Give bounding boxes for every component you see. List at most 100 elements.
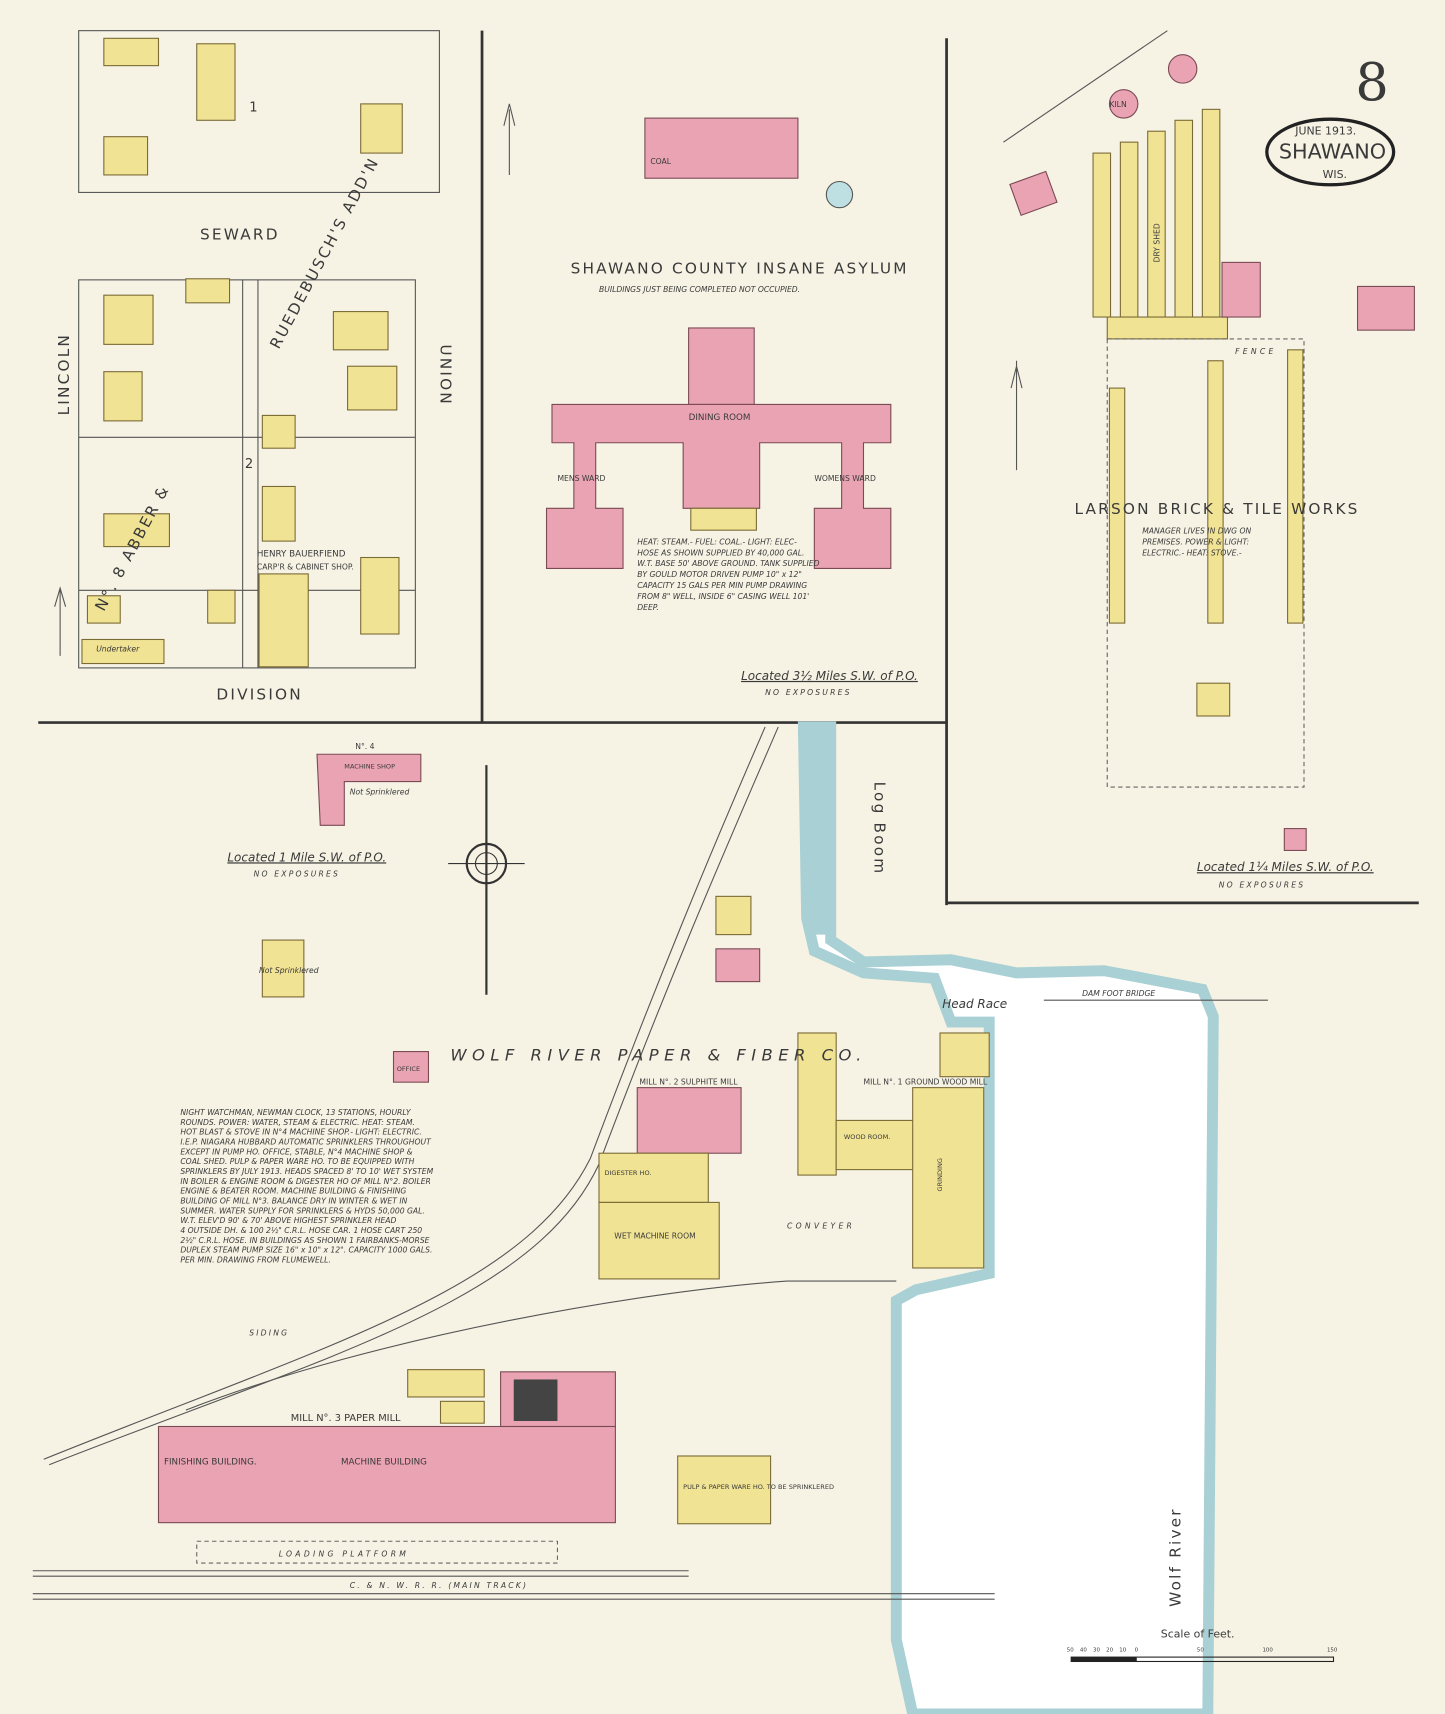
label-fence: FENCE (1235, 347, 1277, 356)
asylum-subtitle: BUILDINGS JUST BEING COMPLETED NOT OCCUP… (599, 285, 800, 294)
label-dry-shed: DRY SHED (1153, 223, 1162, 262)
label-log-boom: Log Boom (870, 782, 888, 876)
svg-text:COAL SHED. PULP & PAPER WARE H: COAL SHED. PULP & PAPER WARE HO. TO BE E… (180, 1157, 414, 1166)
label-womens-ward: WOMENS WARD (814, 474, 876, 483)
label-main-track: C. & N. W. R. R. (MAIN TRACK) (350, 1581, 528, 1590)
asylum-title: SHAWANO COUNTY INSANE ASYLUM (571, 259, 909, 277)
svg-text:DUPLEX STEAM PUMP SIZE 16" x 1: DUPLEX STEAM PUMP SIZE 16" x 10" x 12". … (180, 1246, 432, 1255)
svg-text:W.T. BASE 50' ABOVE GROUND. TA: W.T. BASE 50' ABOVE GROUND. TANK SUPPLIE… (637, 559, 819, 568)
sheet-number: 8 (1355, 53, 1388, 114)
dry-sheds (1092, 108, 1304, 624)
label-conveyor: CONVEYER (787, 1222, 855, 1231)
river: Log Boom Wolf River Head Race DAM FOOT B… (797, 721, 1268, 1714)
label-wood-room: WOOD ROOM. (844, 1133, 891, 1141)
svg-text:NIGHT WATCHMAN, NEWMAN CLOCK,: NIGHT WATCHMAN, NEWMAN CLOCK, 13 STATION… (180, 1108, 412, 1117)
label-a-not-sprinklered: Not Sprinklered (259, 966, 319, 975)
city-cartouche (1265, 117, 1396, 187)
svg-text:PREMISES. POWER & LIGHT:: PREMISES. POWER & LIGHT: (1142, 537, 1249, 546)
label-not-sprinklered: Not Sprinklered (350, 788, 410, 797)
svg-text:BY GOULD MOTOR DRIVEN PUMP 10": BY GOULD MOTOR DRIVEN PUMP 10" x 12" (637, 570, 802, 579)
label-siding: SIDING (249, 1329, 289, 1338)
label-office: OFFICE (397, 1065, 420, 1073)
north-arrow-icon (54, 586, 67, 656)
label-shop: CARP'R & CABINET SHOP. (257, 563, 354, 572)
svg-text:PER MIN. DRAWING FROM FLUMEWEL: PER MIN. DRAWING FROM FLUMEWELL. (180, 1256, 330, 1265)
wet-machine-room (598, 1201, 720, 1280)
machine-shop-building (316, 753, 422, 826)
north-arrow-icon (1010, 360, 1023, 471)
label-coal: COAL (650, 157, 671, 166)
label-no4: N°. 4 (355, 742, 374, 751)
label-mens-ward: MENS WARD (557, 474, 605, 483)
label-dining: DINING ROOM (689, 413, 751, 423)
svg-text:ELECTRIC.- HEAT: STOVE.-: ELECTRIC.- HEAT: STOVE.- (1142, 548, 1242, 557)
larson-notes: MANAGER LIVES IN DWG ON PREMISES. POWER … (1142, 526, 1251, 557)
north-arrow-icon (503, 103, 516, 175)
label-kiln: KILN (1109, 100, 1126, 109)
scale-bar: Scale of Feet. 50 40 30 20 10 0 50 100 1… (1067, 1627, 1338, 1663)
svg-text:I.E.P. NIAGARA HUBBARD AUTOMAT: I.E.P. NIAGARA HUBBARD AUTOMATIC SPRINKL… (180, 1137, 432, 1146)
svg-text:ENGINE & BEATER ROOM. MACHINE: ENGINE & BEATER ROOM. MACHINE BUILDING &… (180, 1187, 406, 1196)
svg-text:IN BOILER & ENGINE ROOM & DIGE: IN BOILER & ENGINE ROOM & DIGESTER HO OF… (180, 1177, 431, 1186)
svg-text:W.T. ELEV'D 90' & 70' ABOVE HI: W.T. ELEV'D 90' & 70' ABOVE HIGHEST SPRI… (180, 1216, 396, 1225)
label-mill-1: MILL N°. 1 GROUND WOOD MILL (864, 1077, 988, 1086)
label-machine-shop: MACHINE SHOP (344, 762, 395, 770)
paper-notes: NIGHT WATCHMAN, NEWMAN CLOCK, 13 STATION… (180, 1108, 433, 1265)
paper-company-title: WOLF RIVER PAPER & FIBER CO. (450, 1045, 867, 1064)
state-name: WIS. (1323, 168, 1347, 181)
svg-text:40: 40 (1080, 1648, 1087, 1654)
label-head-race: Head Race (942, 997, 1007, 1011)
svg-text:MANAGER LIVES IN DWG ON: MANAGER LIVES IN DWG ON (1142, 526, 1251, 535)
larson-location: Located 1¼ Miles S.W. of P.O. (1197, 860, 1374, 874)
machine-shop-location: Located 1 Mile S.W. of P.O. (227, 850, 386, 864)
svg-text:150: 150 (1327, 1648, 1338, 1654)
svg-text:2½" C.R.L. HOSE. IN BUILDINGS: 2½" C.R.L. HOSE. IN BUILDINGS AS SHOWN 1… (180, 1236, 429, 1245)
svg-text:10: 10 (1119, 1648, 1126, 1654)
svg-text:BUILDING OF MILL N°3. BALANCE: BUILDING OF MILL N°3. BALANCE DRY IN WIN… (180, 1196, 407, 1205)
pulp-warehouse (677, 1455, 772, 1525)
asylum-notes: HEAT: STEAM.- FUEL: COAL.- LIGHT: ELEC- … (637, 537, 819, 612)
city-name: SHAWANO (1279, 140, 1386, 164)
label-pulp-warehouse: PULP & PAPER WARE HO. TO BE SPRINKLERED (683, 1483, 834, 1491)
railroads: C. & N. W. R. R. (MAIN TRACK) SIDING (32, 726, 995, 1600)
asylum-exposures: NO EXPOSURES (765, 688, 852, 697)
label-wet-machine: WET MACHINE ROOM (614, 1231, 695, 1240)
asylum-location: Located 3½ Miles S.W. of P.O. (741, 669, 918, 683)
svg-text:0: 0 (1135, 1648, 1139, 1654)
mill-2-sulphite (636, 1087, 742, 1154)
sheet-header: 8 JUNE 1913. SHAWANO WIS. (1265, 53, 1396, 187)
panel-borders (38, 30, 1419, 906)
street-lincoln: LINCOLN (55, 333, 73, 415)
svg-text:30: 30 (1093, 1648, 1100, 1654)
svg-text:4 OUTSIDE DH. & 100 2½" C.R.L.: 4 OUTSIDE DH. & 100 2½" C.R.L. HOSE CAR.… (180, 1226, 422, 1235)
machine-shop-area: N°. 4 MACHINE SHOP Not Sprinklered Locat… (227, 742, 525, 998)
panel-larson: KILN DRY SHED FENCE LARSON BRICK & TILE … (1003, 30, 1415, 890)
svg-text:50: 50 (1197, 1648, 1204, 1654)
mill-3-paper-mill (157, 1425, 616, 1524)
mill-1-ground-wood (912, 1087, 985, 1269)
svg-text:HOSE AS SHOWN SUPPLIED BY 40,0: HOSE AS SHOWN SUPPLIED BY 40,000 GAL. (637, 548, 804, 557)
label-loading-platform: LOADING PLATFORM (279, 1550, 409, 1559)
svg-text:CAPACITY 15 GALS PER MIN PUMP: CAPACITY 15 GALS PER MIN PUMP DRAWING (637, 581, 807, 590)
compass-rose-icon (448, 765, 525, 995)
label-henry: HENRY BAUERFIEND (257, 549, 346, 559)
label-wolf-river: Wolf River (1166, 1507, 1184, 1607)
asylum-main-building (545, 403, 892, 569)
machine-shop-exposures: NO EXPOSURES (254, 870, 341, 879)
label-undertaker: Undertaker (96, 645, 140, 654)
label-mill-2: MILL N°. 2 SULPHITE MILL (639, 1077, 738, 1086)
svg-text:20: 20 (1106, 1648, 1113, 1654)
svg-text:SUMMER. WATER SUPPLY FOR SPRIN: SUMMER. WATER SUPPLY FOR SPRINKLERS & HY… (180, 1206, 425, 1215)
svg-text:SPRINKLERS BY JULY 1913. HEADS: SPRINKLERS BY JULY 1913. HEADS SPACED 8'… (180, 1167, 433, 1176)
svg-text:ROUNDS. POWER: WATER, STEAM &: ROUNDS. POWER: WATER, STEAM & ELECTRIC. … (180, 1118, 415, 1127)
svg-text:50: 50 (1067, 1648, 1074, 1654)
larson-exposures: NO EXPOSURES (1219, 881, 1306, 890)
asylum-power-house (644, 117, 799, 179)
panel-asylum: COAL SHAWANO COUNTY INSANE ASYLUM BUILDI… (503, 103, 918, 697)
sheet-date: JUNE 1913. (1294, 124, 1356, 137)
label-mill-3: MILL N°. 3 PAPER MILL (291, 1413, 401, 1424)
svg-text:DEEP.: DEEP. (637, 603, 659, 612)
label-dam: DAM FOOT BRIDGE (1082, 989, 1155, 998)
svg-text:100: 100 (1262, 1648, 1273, 1654)
